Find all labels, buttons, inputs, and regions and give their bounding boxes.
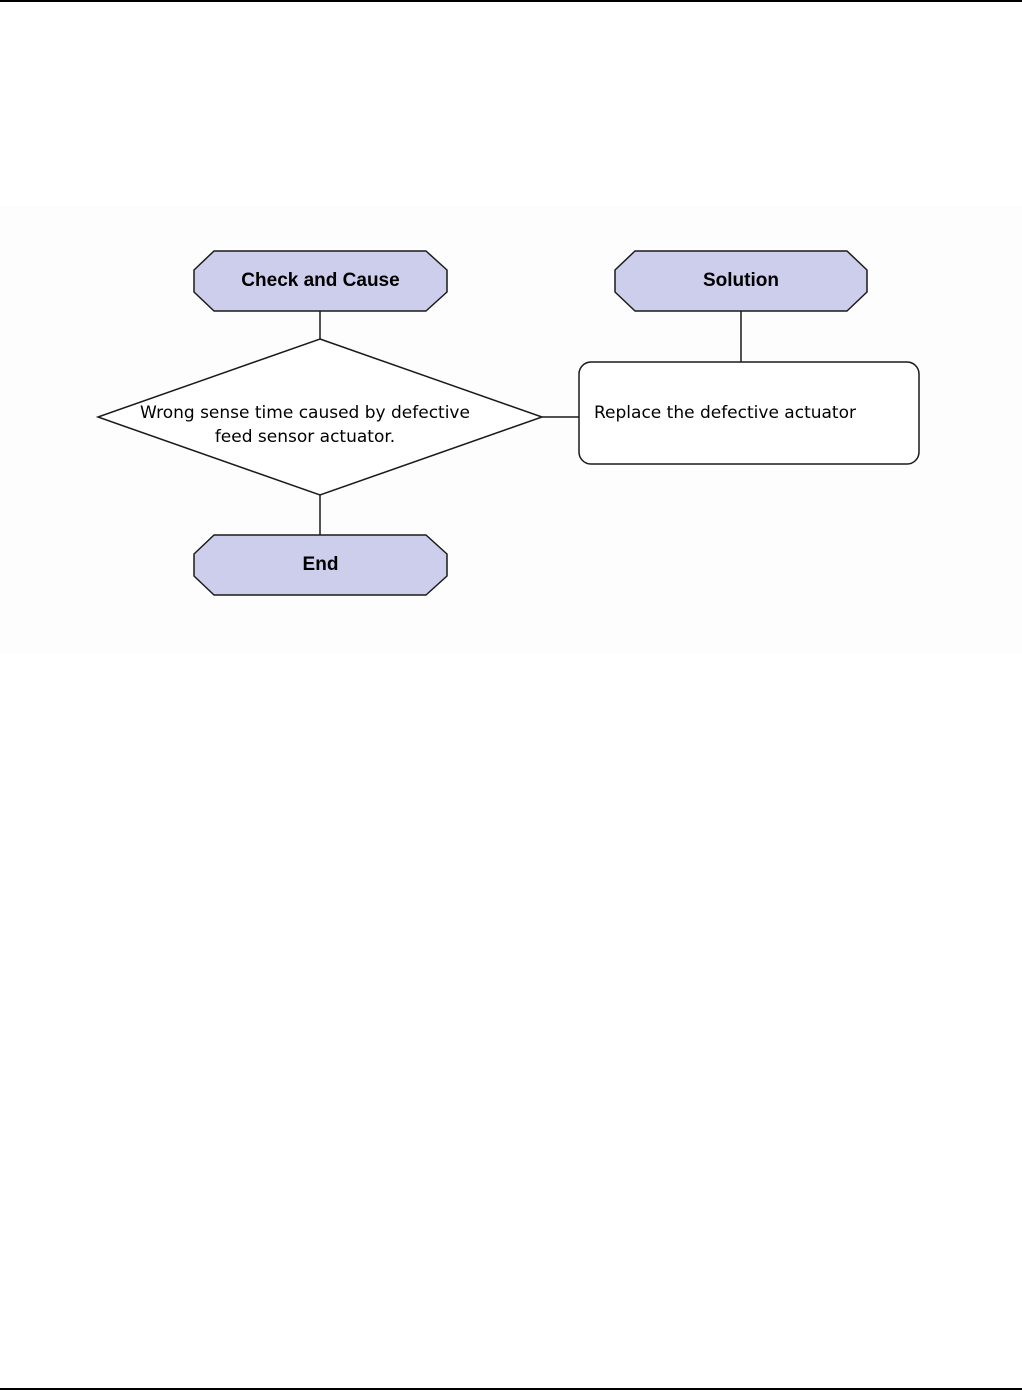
solution-text: Replace the defective actuator	[594, 403, 856, 423]
check-cause-label: Check and Cause	[241, 270, 400, 291]
solution-box-shape	[578, 361, 920, 465]
check-cause-terminal-shape	[193, 250, 448, 312]
decision-diamond-shape	[95, 338, 545, 496]
solution-label: Solution	[703, 270, 779, 291]
decision-text-line2: feed sensor actuator.	[214, 427, 396, 447]
decision-text: Wrong sense time caused by defective fee…	[120, 401, 490, 449]
end-label: End	[302, 554, 339, 575]
decision-text-line1: Wrong sense time caused by defective	[140, 403, 470, 423]
page-bottom-rule	[0, 1388, 1022, 1390]
page-top-rule	[0, 0, 1022, 2]
solution-terminal-shape	[614, 250, 868, 312]
end-terminal-shape	[193, 534, 448, 596]
